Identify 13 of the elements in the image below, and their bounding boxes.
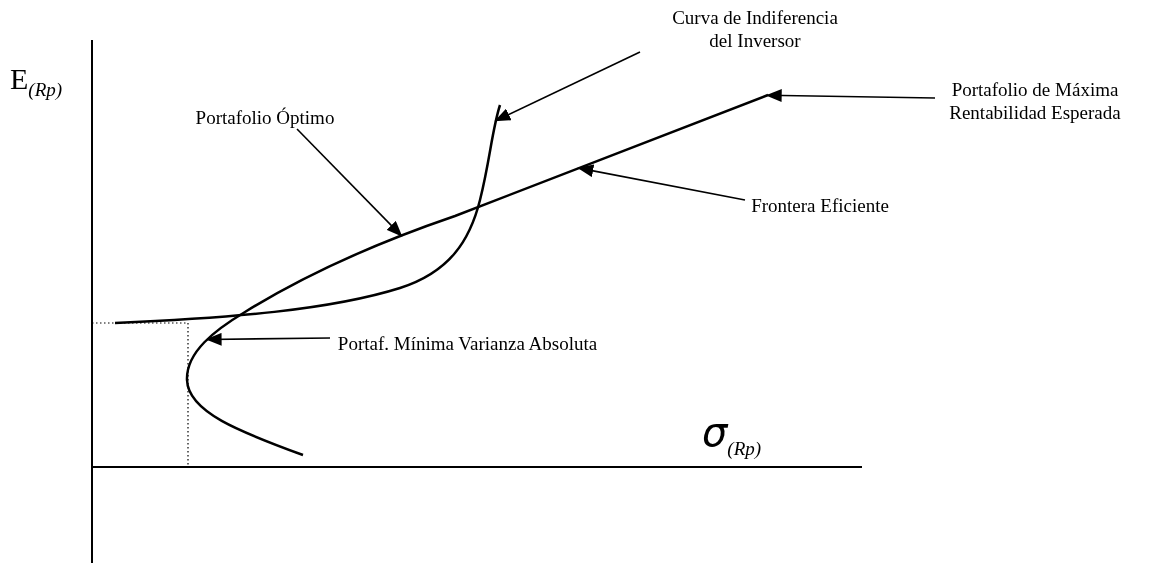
callout-label: Curva de Indiferencia del Inversor (665, 6, 845, 52)
indifference-curve (114, 104, 502, 325)
leader-arrow (296, 128, 403, 237)
leader-arrow (577, 164, 746, 201)
callout-label: Portafolio de Máxima Rentabilidad Esperada (935, 78, 1135, 124)
axis-label: E$_{(Rp)}$ (10, 62, 63, 101)
axis-label: σ$_{(Rp)}$ (702, 410, 762, 460)
leader-arrow (494, 51, 641, 122)
leader-arrow (765, 89, 936, 102)
callout-label: Frontera Eficiente (745, 194, 895, 217)
leader-arrow (205, 332, 331, 346)
callout-label: Portafolio Óptimo (185, 106, 345, 129)
callout-label: Portaf. Mínima Varianza Absoluta (330, 332, 605, 355)
